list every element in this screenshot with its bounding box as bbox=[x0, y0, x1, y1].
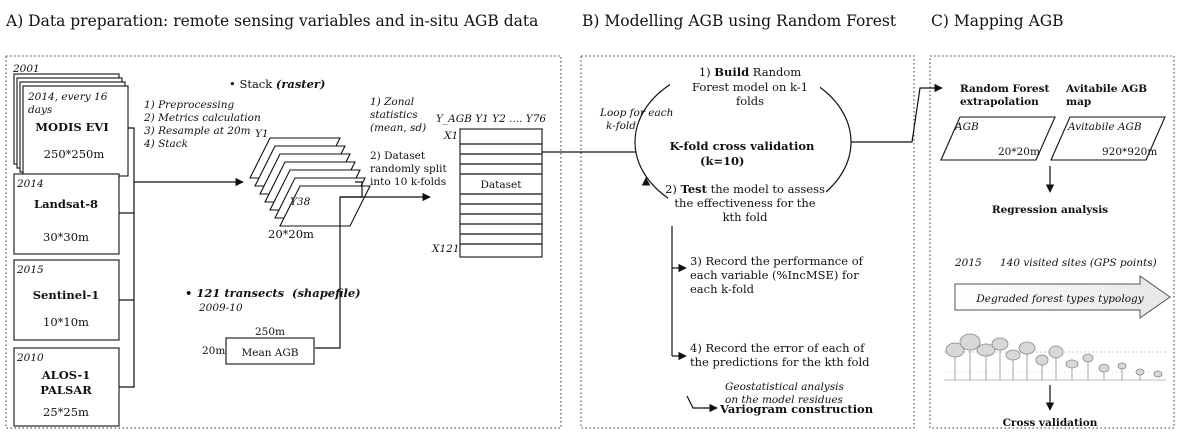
modis-res: 250*250m bbox=[44, 147, 105, 161]
step-4: 4) Stack bbox=[143, 138, 188, 150]
transect-width: 250m bbox=[255, 326, 285, 338]
raster-stack: Y1 Y38 20*20m bbox=[249, 128, 371, 241]
svg-text:map: map bbox=[1066, 96, 1091, 108]
svg-text:920*920m: 920*920m bbox=[1102, 146, 1157, 158]
alos-res: 25*25m bbox=[43, 405, 89, 419]
typology-arrow bbox=[954, 275, 1171, 319]
step-2: 2) Metrics calculation bbox=[143, 112, 261, 124]
alos-year: 2010 bbox=[16, 352, 44, 364]
svg-text:extrapolation: extrapolation bbox=[960, 96, 1039, 108]
stack-y38: Y38 bbox=[290, 196, 311, 208]
build-step: 1) Build Random bbox=[699, 65, 801, 79]
record-step-4: 4) Record the error of each of bbox=[690, 341, 865, 355]
sources-bracket bbox=[119, 127, 135, 388]
dataset-label: Dataset bbox=[481, 179, 523, 191]
variogram-label: Variogram construction bbox=[719, 402, 874, 416]
svg-text:on the model residues: on the model residues bbox=[725, 394, 844, 406]
preprocessing-steps: 1) Preprocessing 2) Metrics calculation … bbox=[143, 99, 261, 150]
transects-label: • 121 transects bbox=[185, 286, 285, 300]
step-1: 1) Preprocessing bbox=[144, 99, 234, 111]
svg-text:AGB: AGB bbox=[954, 121, 979, 133]
modis-period-line2: days bbox=[28, 104, 53, 116]
arrow-to-mapping bbox=[851, 83, 943, 143]
svg-text:1) Zonal: 1) Zonal bbox=[370, 96, 414, 108]
typology-label: Degraded forest types typology bbox=[975, 293, 1144, 305]
svg-text:2) Dataset: 2) Dataset bbox=[370, 150, 426, 162]
sentinel-res: 10*10m bbox=[43, 315, 89, 329]
svg-text:Avitabile AGB: Avitabile AGB bbox=[1067, 121, 1142, 133]
mean-agb-label: Mean AGB bbox=[241, 347, 298, 359]
forest-illustration bbox=[944, 333, 1166, 381]
svg-text:Loop for each: Loop for each bbox=[599, 107, 673, 119]
svg-text:k-fold: k-fold bbox=[606, 120, 636, 132]
stack-label: • Stack (raster) bbox=[229, 77, 325, 91]
svg-text:Random Forest: Random Forest bbox=[960, 83, 1050, 95]
agb-map-shape bbox=[940, 116, 1056, 161]
transects-type: (shapefile) bbox=[292, 286, 361, 300]
test-step: 2) Test the model to assess bbox=[665, 182, 825, 196]
modis-name: MODIS EVI bbox=[35, 120, 108, 134]
dataset-header: Y_AGB Y1 Y2 .... Y76 bbox=[436, 113, 546, 125]
kfold-k: (k=10) bbox=[700, 154, 745, 168]
panel-c-title: C) Mapping AGB bbox=[931, 12, 1064, 30]
cross-validation-label: Cross validation bbox=[1003, 417, 1098, 429]
svg-text:each k-fold: each k-fold bbox=[690, 282, 755, 296]
dataset-x121: X121 bbox=[431, 243, 460, 255]
sentinel-box: 2015 Sentinel-1 10*10m bbox=[13, 259, 120, 341]
svg-text:folds: folds bbox=[736, 94, 764, 108]
svg-text:Forest model on k-1: Forest model on k-1 bbox=[692, 80, 808, 94]
landsat-year: 2014 bbox=[16, 178, 44, 190]
stack-res: 20*20m bbox=[268, 227, 314, 241]
sentinel-name: Sentinel-1 bbox=[33, 288, 99, 302]
visit-sites: 140 visited sites (GPS points) bbox=[1000, 257, 1157, 269]
modis-period-line1: 2014, every 16 bbox=[27, 91, 108, 103]
alos-box: 2010 ALOS-1 PALSAR 25*25m bbox=[13, 347, 120, 427]
svg-text:(mean, sd): (mean, sd) bbox=[370, 122, 426, 134]
mean-agb-box bbox=[225, 337, 315, 365]
landsat-res: 30*30m bbox=[43, 230, 89, 244]
svg-text:randomly split: randomly split bbox=[370, 163, 447, 175]
svg-text:20*20m: 20*20m bbox=[998, 146, 1040, 158]
step-3: 3) Resample at 20m bbox=[144, 125, 251, 137]
modis-stack: 2001 2014, every 16 days MODIS EVI 250*2… bbox=[12, 63, 129, 177]
kfold-title: K-fold cross validation bbox=[670, 139, 815, 153]
svg-text:the predictions for the kth fo: the predictions for the kth fold bbox=[690, 355, 870, 369]
svg-text:statistics: statistics bbox=[370, 109, 418, 121]
regression-label: Regression analysis bbox=[992, 204, 1108, 216]
zonal-stats-text: 1) Zonal statistics (mean, sd) 2) Datase… bbox=[370, 96, 447, 188]
landsat-box: 2014 Landsat-8 30*30m bbox=[13, 173, 120, 255]
transects-years: 2009-10 bbox=[198, 302, 243, 314]
svg-text:the effectiveness for the: the effectiveness for the bbox=[674, 196, 815, 210]
sentinel-year: 2015 bbox=[16, 264, 44, 276]
svg-text:kth fold: kth fold bbox=[723, 210, 769, 224]
alos-name-line2: PALSAR bbox=[40, 383, 92, 397]
dataset-table: Y_AGB Y1 Y2 .... Y76 X1 X121 Dataset bbox=[431, 113, 546, 258]
transect-height: 20m bbox=[202, 345, 225, 357]
stack-y1: Y1 bbox=[255, 128, 269, 140]
geostat-text: Geostatistical analysis bbox=[725, 381, 844, 393]
svg-text:Avitabile AGB: Avitabile AGB bbox=[1065, 83, 1147, 95]
avitabile-map-shape bbox=[1050, 116, 1166, 161]
svg-text:into 10 k-folds: into 10 k-folds bbox=[370, 176, 446, 188]
modis-year: 2001 bbox=[12, 63, 40, 75]
panel-b-title: B) Modelling AGB using Random Forest bbox=[582, 12, 897, 30]
visit-year: 2015 bbox=[954, 257, 982, 269]
panel-a-title: A) Data preparation: remote sensing vari… bbox=[5, 12, 538, 30]
landsat-name: Landsat-8 bbox=[34, 197, 98, 211]
dataset-x1: X1 bbox=[443, 130, 458, 142]
alos-name-line1: ALOS-1 bbox=[41, 368, 91, 382]
record-step-3: 3) Record the performance of bbox=[690, 254, 864, 268]
panel-b-border bbox=[580, 55, 915, 429]
panel-a-border bbox=[5, 55, 562, 429]
svg-text:each variable (%IncMSE) for: each variable (%IncMSE) for bbox=[690, 268, 859, 282]
